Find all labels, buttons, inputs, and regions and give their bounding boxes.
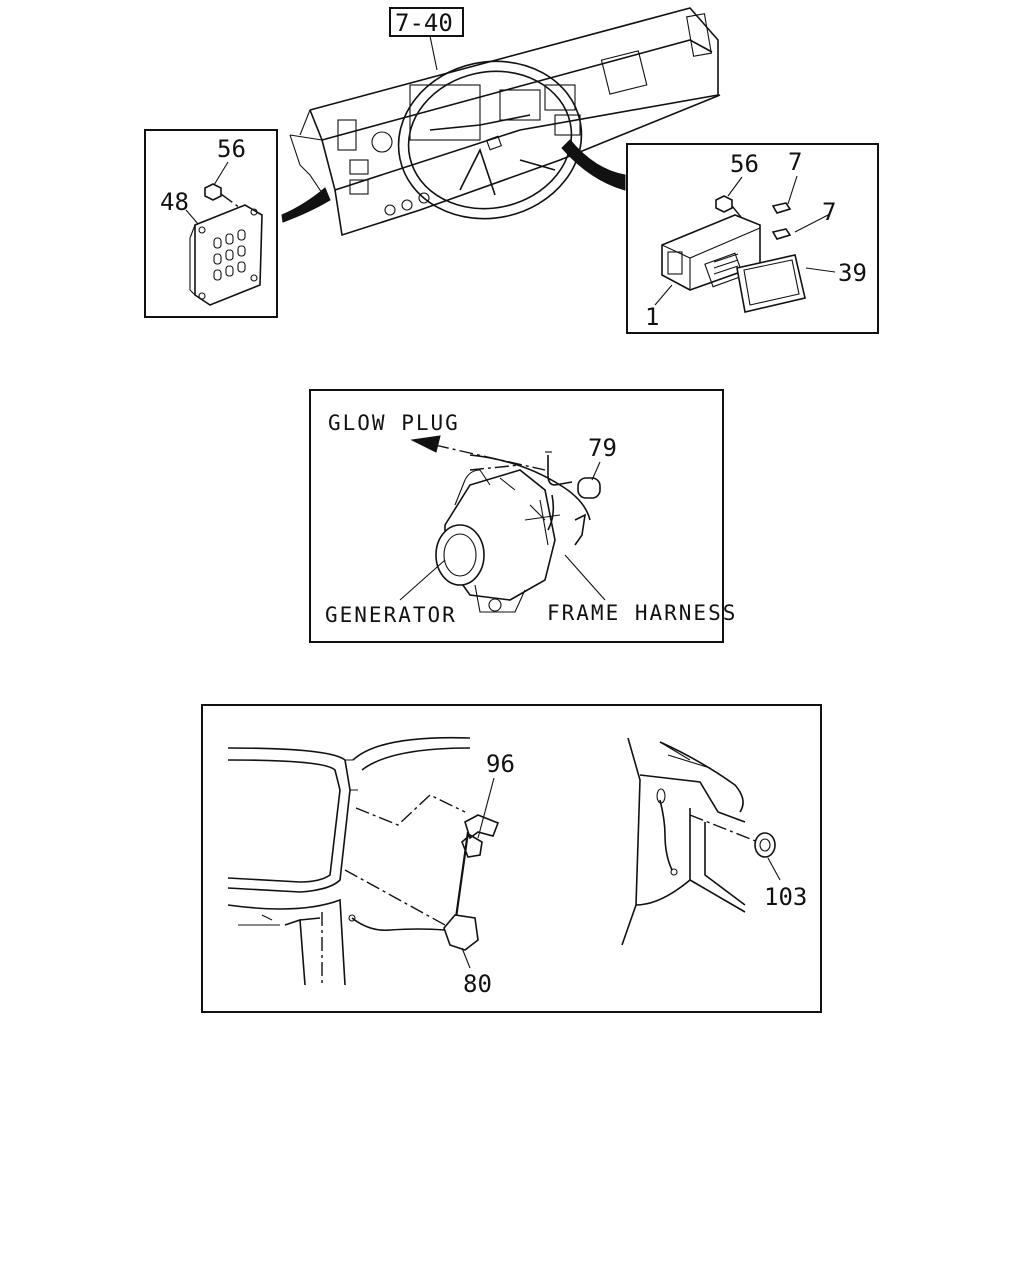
callout-1: 1 <box>645 303 659 331</box>
top-left-panel: 56 48 <box>144 129 278 318</box>
callout-7-lower: 7 <box>822 198 836 226</box>
callout-103: 103 <box>764 883 807 911</box>
cab-panel: 96 80 103 <box>201 704 822 1013</box>
reference-box <box>389 7 464 37</box>
callout-7-upper: 7 <box>788 148 802 176</box>
top-right-panel: 56 7 7 39 1 <box>626 143 879 334</box>
component-79 <box>577 477 601 499</box>
callout-48: 48 <box>160 188 189 216</box>
gasket <box>736 254 806 313</box>
generator-panel: GLOW PLUG 79 GENERATOR FRAME HARNESS <box>309 389 737 643</box>
callout-56-left: 56 <box>217 135 246 163</box>
component-80 <box>443 914 479 951</box>
reference-box-label: 7-40 <box>395 9 453 37</box>
dashboard-illustration: 7-40 <box>281 7 721 237</box>
callout-80: 80 <box>463 970 492 998</box>
callout-79: 79 <box>588 434 617 462</box>
callout-56-right: 56 <box>730 150 759 178</box>
generator-label: GENERATOR <box>325 603 457 627</box>
frame-harness-label: FRAME HARNESS <box>547 601 737 625</box>
callout-96: 96 <box>486 750 515 778</box>
grommet-103 <box>754 832 776 858</box>
callout-39: 39 <box>838 259 867 287</box>
glow-plug-label: GLOW PLUG <box>328 411 460 435</box>
